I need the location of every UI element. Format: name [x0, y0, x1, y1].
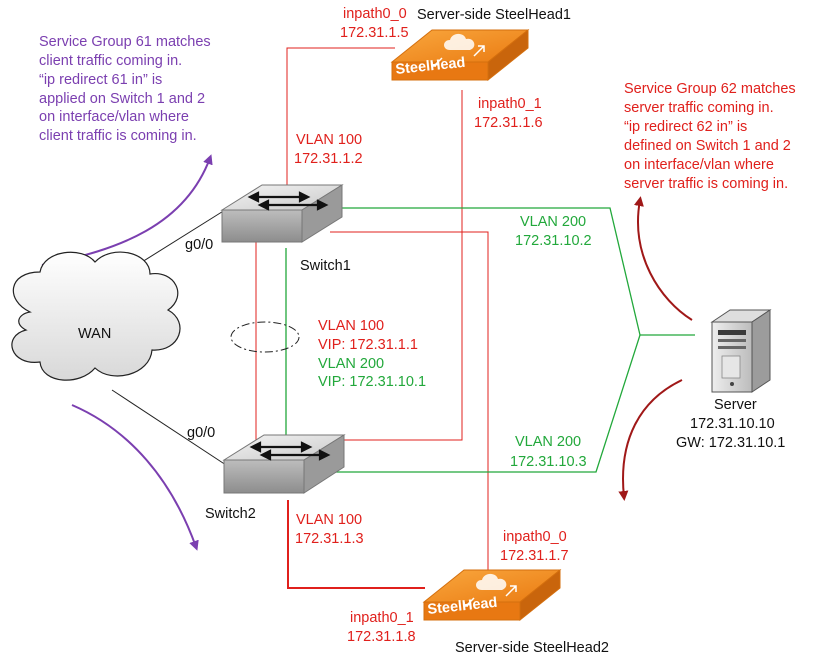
switch2-server-vlan200	[335, 334, 641, 473]
note-sg62-line: defined on Switch 1 and 2	[624, 138, 791, 154]
steelhead1-inpath0-0-name: inpath0_0	[343, 6, 407, 22]
note-sg61-line: client traffic is coming in.	[39, 128, 197, 144]
steelhead2-inpath0-1-ip: 172.31.1.8	[347, 629, 416, 645]
steelhead1-inpath0-0-ip: 172.31.1.5	[340, 25, 409, 41]
server-traffic-arrow-down	[618, 379, 683, 501]
note-service-group-61: Service Group 61 matches client traffic …	[39, 34, 211, 144]
server-traffic-arrow-up	[634, 196, 693, 321]
switch2-icon	[222, 434, 346, 494]
switch1-steelhead2-link	[330, 231, 489, 585]
note-sg62-line: on interface/vlan where	[624, 157, 774, 173]
vip-vlan200-address: VIP: 172.31.10.1	[318, 374, 426, 390]
note-sg61-line: client traffic coming in.	[39, 53, 182, 69]
wan-label: WAN	[78, 326, 111, 342]
client-traffic-arrow-down	[71, 404, 199, 551]
switch2-port: g0/0	[187, 425, 215, 441]
note-sg61-line: “ip redirect 61 in” is	[39, 72, 162, 88]
links	[109, 47, 695, 589]
steelhead2-logo: SteelHead	[427, 595, 498, 618]
note-sg62-line: server traffic is coming in.	[624, 176, 788, 192]
switch2-vlan200-ip: 172.31.10.3	[510, 454, 587, 470]
note-sg62-line: server traffic coming in.	[624, 100, 774, 116]
switch2-vlan100-label: VLAN 100	[296, 512, 362, 528]
steelhead2-title: Server-side SteelHead2	[455, 640, 609, 656]
wan-cloud-icon	[11, 251, 181, 381]
switch2-vlan200-label: VLAN 200	[515, 434, 581, 450]
vip-vlan100-label: VLAN 100	[318, 318, 384, 334]
steelhead1-inpath0-1-name: inpath0_1	[478, 96, 542, 112]
switch1-vlan200-label: VLAN 200	[520, 214, 586, 230]
server-ip: 172.31.10.10	[690, 416, 775, 432]
switch1-vlan100-label: VLAN 100	[296, 132, 362, 148]
steelhead2-inpath0-0-name: inpath0_0	[503, 529, 567, 545]
steelhead2-inpath0-1-name: inpath0_1	[350, 610, 414, 626]
steelhead1-logo: SteelHead	[395, 55, 466, 78]
vip-vlan200-label: VLAN 200	[318, 356, 384, 372]
note-sg61-line: Service Group 61 matches	[39, 34, 211, 50]
wan-switch2-link	[111, 389, 227, 466]
switch2-steelhead2-link	[287, 500, 425, 589]
steelhead2-inpath0-0-ip: 172.31.1.7	[500, 548, 569, 564]
switch1-server-vlan200	[332, 207, 641, 336]
note-sg62-line: “ip redirect 62 in” is	[624, 119, 747, 135]
switch1-port: g0/0	[185, 237, 213, 253]
steelhead1-switch2-link	[330, 90, 463, 441]
switch1-name: Switch1	[300, 258, 351, 274]
switch1-steelhead1-link	[286, 47, 395, 190]
steelhead1-icon: SteelHead	[390, 28, 530, 82]
steelhead2-icon: SteelHead	[422, 568, 562, 622]
switch1-icon	[220, 184, 344, 243]
server-name: Server	[714, 397, 757, 413]
switch1-vlan100-ip: 172.31.1.2	[294, 151, 363, 167]
note-sg61-line: on interface/vlan where	[39, 109, 189, 125]
note-service-group-62: Service Group 62 matches server traffic …	[624, 81, 796, 192]
note-sg61-line: applied on Switch 1 and 2	[39, 91, 205, 107]
steelhead1-title: Server-side SteelHead1	[417, 7, 571, 23]
switch1-vlan200-ip: 172.31.10.2	[515, 233, 592, 249]
server-icon	[710, 309, 772, 393]
switch2-vlan100-ip: 172.31.1.3	[295, 531, 364, 547]
steelhead1-inpath0-1-ip: 172.31.1.6	[474, 115, 543, 131]
vip-vlan100-address: VIP: 172.31.1.1	[318, 337, 418, 353]
server-gateway: GW: 172.31.10.1	[676, 435, 785, 451]
note-sg62-line: Service Group 62 matches	[624, 81, 796, 97]
vip-group-ellipse	[230, 321, 300, 353]
switch2-name: Switch2	[205, 506, 256, 522]
